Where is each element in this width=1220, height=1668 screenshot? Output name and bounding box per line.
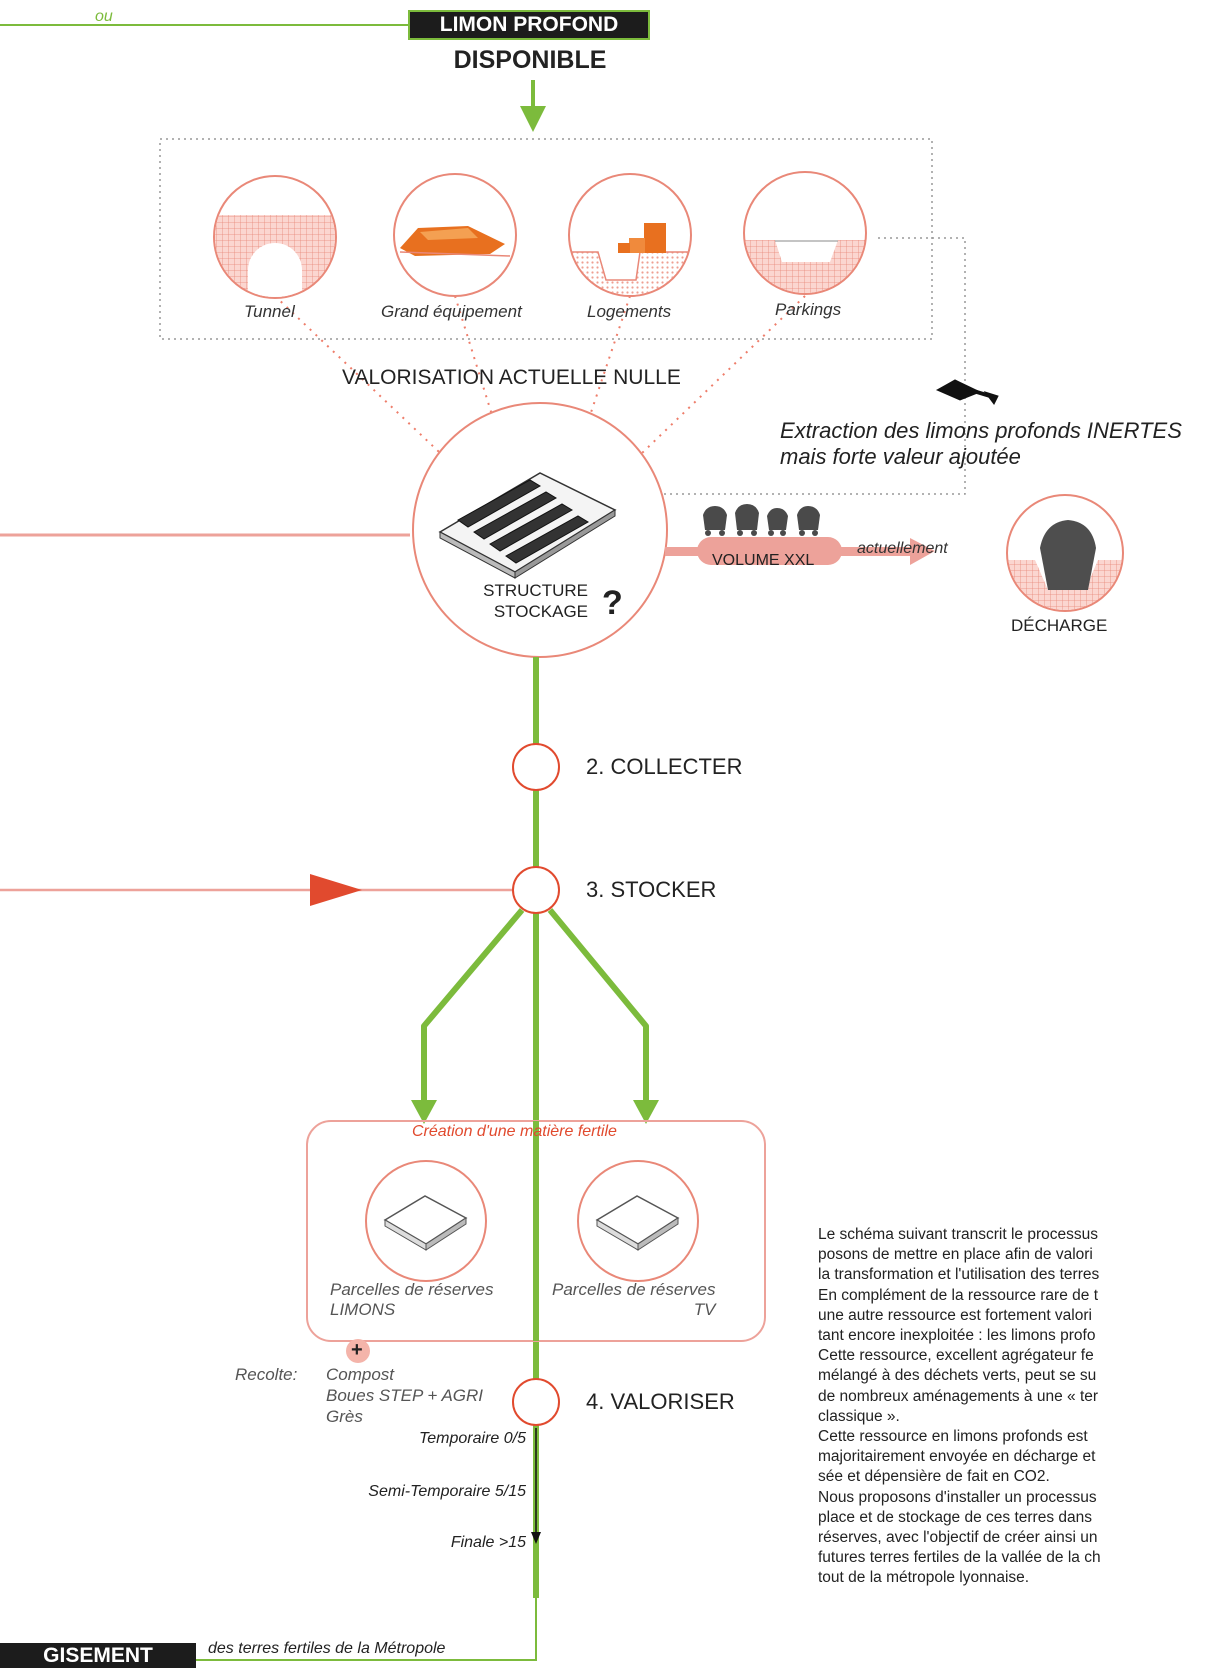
para-line: une autre ressource est fortement valori bbox=[818, 1306, 1092, 1324]
para-line: Cette ressource, excellent agrégateur fe bbox=[818, 1347, 1094, 1365]
structure-line1: STRUCTURE bbox=[483, 581, 588, 600]
parcel-limons-icon bbox=[365, 1160, 487, 1282]
trucks-icon bbox=[703, 504, 820, 536]
parcel-tv-line2: TV bbox=[693, 1300, 716, 1319]
parking-icon bbox=[743, 171, 867, 295]
para-line: majoritairement envoyée en décharge et bbox=[818, 1448, 1096, 1466]
plus-circle bbox=[346, 1339, 370, 1363]
ou-label: ou bbox=[95, 8, 113, 25]
volume-xxl-label: VOLUME XXL bbox=[712, 552, 815, 569]
parcel-limons-line1: Parcelles de réserves bbox=[330, 1280, 494, 1299]
branch-arrowheads bbox=[411, 1100, 659, 1124]
uses-dotted-box bbox=[159, 138, 933, 340]
timeline-black-arrow bbox=[531, 1428, 541, 1544]
tunnel-icon bbox=[213, 175, 337, 299]
parcel-limons-line2: LIMONS bbox=[330, 1300, 396, 1319]
step-stocker: 3. STOCKER bbox=[586, 877, 717, 902]
step-valoriser: 4. VALORISER bbox=[586, 1389, 735, 1414]
actuellement-label: actuellement bbox=[857, 540, 948, 557]
recolte-item-compost: Compost bbox=[326, 1365, 395, 1384]
question-mark: ? bbox=[602, 584, 623, 622]
phase-finale: Finale >15 bbox=[450, 1534, 526, 1551]
para-line: posons de mettre en place afin de valori bbox=[818, 1246, 1093, 1264]
para-line: Cette ressource en limons profonds est bbox=[818, 1428, 1088, 1446]
para-line: Nous proposons d'installer un processus bbox=[818, 1488, 1097, 1506]
para-line: la transformation et l'utilisation des t… bbox=[818, 1266, 1100, 1284]
structure-label: STRUCTURE STOCKAGE bbox=[440, 580, 588, 622]
para-line: tant encore inexploitée : les limons pro… bbox=[818, 1327, 1096, 1345]
description-paragraph: Le schéma suivant transcrit le processus… bbox=[818, 1225, 1220, 1589]
use-label-grand-equipement: Grand équipement bbox=[381, 302, 522, 321]
landfill-icon bbox=[1006, 494, 1124, 612]
para-line: sée et dépensière de fait en CO2. bbox=[818, 1468, 1050, 1486]
gisement-sub-label: des terres fertiles de la Métropole bbox=[208, 1640, 446, 1657]
parcel-tv-line1: Parcelles de réserves bbox=[552, 1280, 716, 1299]
use-label-parkings: Parkings bbox=[775, 300, 842, 319]
step-collecter: 2. COLLECTER bbox=[586, 754, 743, 779]
extraction-text: Extraction des limons profonds INERTES m… bbox=[780, 418, 1182, 470]
gisement-green-connector bbox=[196, 1573, 537, 1661]
para-line: réserves, avec l'objectif de créer ainsi… bbox=[818, 1529, 1098, 1547]
structure-line2: STOCKAGE bbox=[493, 602, 588, 621]
parcel-tv-icon bbox=[577, 1160, 699, 1282]
para-line: place et de stockage de ces terres dans bbox=[818, 1508, 1092, 1526]
limon-profond-title: LIMON PROFOND bbox=[408, 10, 650, 40]
housing-icon bbox=[568, 173, 692, 297]
volume-arrow bbox=[665, 537, 935, 565]
phase-temporaire: Temporaire 0/5 bbox=[418, 1430, 526, 1447]
recolte-item-boues: Boues STEP + AGRI bbox=[326, 1386, 484, 1405]
para-line: Le schéma suivant transcrit le processus bbox=[818, 1226, 1098, 1243]
storage-sheds-icon bbox=[438, 472, 617, 579]
use-label-logements: Logements bbox=[587, 302, 672, 321]
use-label-tunnel: Tunnel bbox=[244, 302, 295, 321]
parkings-dotted-connector bbox=[662, 237, 966, 495]
para-line: tout de la métropole lyonnaise. bbox=[818, 1569, 1030, 1587]
disponible-label: DISPONIBLE bbox=[453, 46, 607, 74]
valoriser-node bbox=[512, 1378, 560, 1426]
disponible-down-arrow bbox=[520, 80, 546, 132]
extraction-line1: Extraction des limons profonds INERTES bbox=[780, 418, 1182, 443]
para-line: futures terres fertiles de la vallée de … bbox=[818, 1549, 1101, 1567]
green-branches bbox=[421, 908, 649, 1112]
phase-semi-temporaire: Semi-Temporaire 5/15 bbox=[368, 1483, 526, 1500]
decharge-label: DÉCHARGE bbox=[1011, 616, 1108, 635]
valorisation-actuelle-label: VALORISATION ACTUELLE NULLE bbox=[342, 366, 681, 389]
parcel-tv-label: Parcelles de réserves TV bbox=[552, 1280, 715, 1320]
recolte-label: Recolte: bbox=[235, 1365, 298, 1384]
parcel-limons-label: Parcelles de réserves LIMONS bbox=[330, 1280, 493, 1320]
recolte-list: Compost Boues STEP + AGRI Grès bbox=[326, 1364, 483, 1427]
para-line: de nombreux aménagements à une « ter bbox=[818, 1387, 1099, 1405]
plus-sign: + bbox=[351, 1339, 363, 1361]
recolte-item-gres: Grès bbox=[326, 1407, 363, 1426]
extraction-line2: mais forte valeur ajoutée bbox=[780, 444, 1021, 469]
left-red-arrow bbox=[0, 874, 512, 906]
stocker-node bbox=[512, 866, 560, 914]
gisement-label: GISEMENT bbox=[0, 1643, 196, 1668]
creation-label: Création d'une matière fertile bbox=[412, 1123, 617, 1140]
para-line: mélangé à des déchets verts, peut se su bbox=[818, 1367, 1097, 1385]
para-line: classique ». bbox=[818, 1407, 900, 1425]
para-line: En complément de la ressource rare de t bbox=[818, 1286, 1098, 1304]
collecter-node bbox=[512, 743, 560, 791]
stadium-icon bbox=[393, 173, 517, 297]
excavator-icon bbox=[935, 379, 999, 405]
